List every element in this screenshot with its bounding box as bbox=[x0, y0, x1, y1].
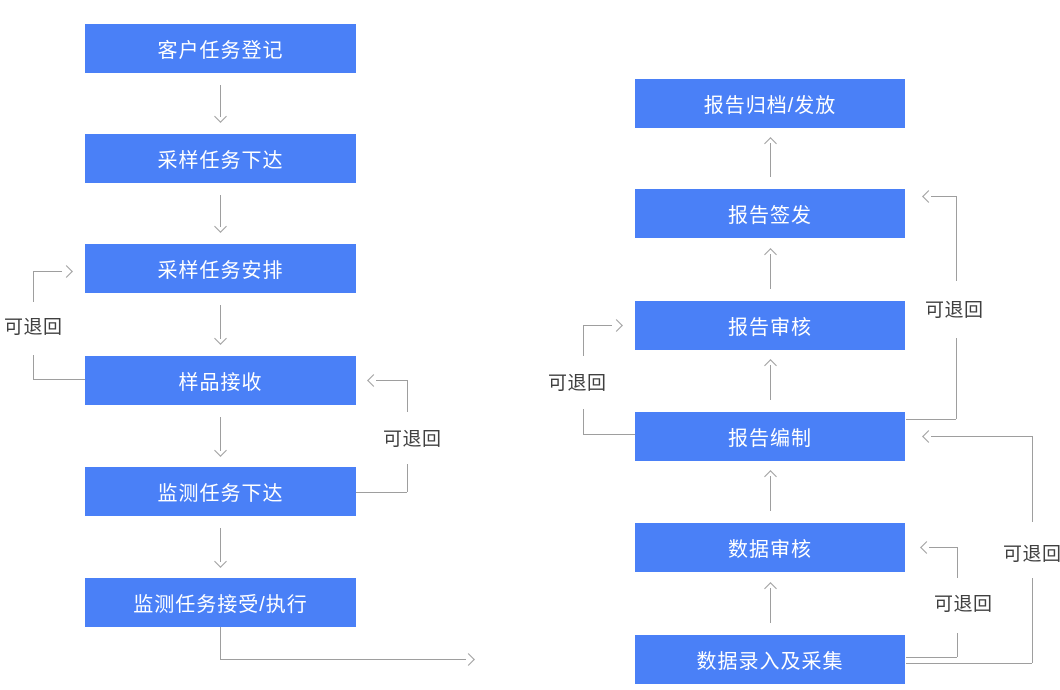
flow-node-report-compilation: 报告编制 bbox=[635, 412, 905, 461]
flow-line bbox=[957, 633, 958, 657]
arrowhead-down-icon bbox=[214, 220, 227, 233]
flow-line bbox=[220, 659, 466, 660]
arrowhead-right-icon bbox=[462, 653, 475, 666]
flow-line bbox=[957, 547, 958, 578]
arrowhead-up-icon bbox=[764, 359, 777, 372]
return-label: 可退回 bbox=[934, 594, 993, 615]
flow-line bbox=[583, 325, 584, 356]
flow-line bbox=[770, 476, 771, 511]
flow-line bbox=[220, 417, 221, 451]
arrowhead-up-icon bbox=[764, 470, 777, 483]
arrowhead-up-icon bbox=[764, 137, 777, 150]
flow-node-customer-task-registration: 客户任务登记 bbox=[85, 24, 356, 73]
flow-line bbox=[220, 195, 221, 227]
flow-node-report-signoff: 报告签发 bbox=[635, 189, 905, 238]
flow-line bbox=[956, 196, 957, 281]
flow-line bbox=[33, 355, 34, 379]
flow-line bbox=[770, 365, 771, 400]
flow-line bbox=[376, 380, 407, 381]
return-label: 可退回 bbox=[383, 429, 442, 450]
flow-node-data-entry-collection: 数据录入及采集 bbox=[635, 635, 905, 684]
flow-line bbox=[220, 528, 221, 562]
flow-node-sample-receipt: 样品接收 bbox=[85, 356, 356, 405]
flow-line bbox=[929, 547, 957, 548]
flow-line bbox=[583, 325, 612, 326]
flow-line bbox=[931, 196, 956, 197]
flow-line bbox=[407, 464, 408, 492]
flow-node-report-review: 报告审核 bbox=[635, 301, 905, 350]
arrowhead-right-icon bbox=[60, 265, 73, 278]
arrowhead-right-icon bbox=[610, 319, 623, 332]
flow-line bbox=[583, 434, 635, 435]
arrowhead-down-icon bbox=[214, 332, 227, 345]
flow-line bbox=[583, 409, 584, 434]
arrowhead-up-icon bbox=[764, 248, 777, 261]
arrowhead-down-icon bbox=[214, 110, 227, 123]
flow-line bbox=[770, 588, 771, 623]
flow-line bbox=[906, 419, 956, 420]
flow-node-data-review: 数据审核 bbox=[635, 523, 905, 572]
flow-line bbox=[906, 663, 1032, 664]
flow-line bbox=[770, 143, 771, 177]
flow-line bbox=[33, 271, 62, 272]
arrowhead-down-icon bbox=[214, 444, 227, 457]
flow-line bbox=[1032, 578, 1033, 663]
flow-line bbox=[220, 305, 221, 339]
return-label: 可退回 bbox=[925, 300, 984, 321]
flow-node-report-archive-release: 报告归档/发放 bbox=[635, 79, 905, 128]
flow-line bbox=[220, 85, 221, 117]
flow-node-monitoring-task-execution: 监测任务接受/执行 bbox=[85, 578, 356, 627]
flow-line bbox=[770, 254, 771, 289]
return-label: 可退回 bbox=[548, 373, 607, 394]
flow-line bbox=[1032, 436, 1033, 522]
flow-line bbox=[956, 338, 957, 419]
flow-node-sampling-task-issue: 采样任务下达 bbox=[85, 134, 356, 183]
flow-line bbox=[906, 657, 957, 658]
flow-line bbox=[356, 492, 407, 493]
arrowhead-down-icon bbox=[214, 555, 227, 568]
flow-node-monitoring-task-issue: 监测任务下达 bbox=[85, 467, 356, 516]
flow-line bbox=[220, 627, 221, 659]
flow-line bbox=[407, 380, 408, 412]
flow-node-sampling-task-arrangement: 采样任务安排 bbox=[85, 244, 356, 293]
flow-line bbox=[931, 436, 1032, 437]
arrowhead-up-icon bbox=[764, 582, 777, 595]
flow-line bbox=[33, 271, 34, 302]
flow-line bbox=[33, 379, 85, 380]
return-label: 可退回 bbox=[1003, 544, 1060, 565]
return-label: 可退回 bbox=[4, 317, 63, 338]
